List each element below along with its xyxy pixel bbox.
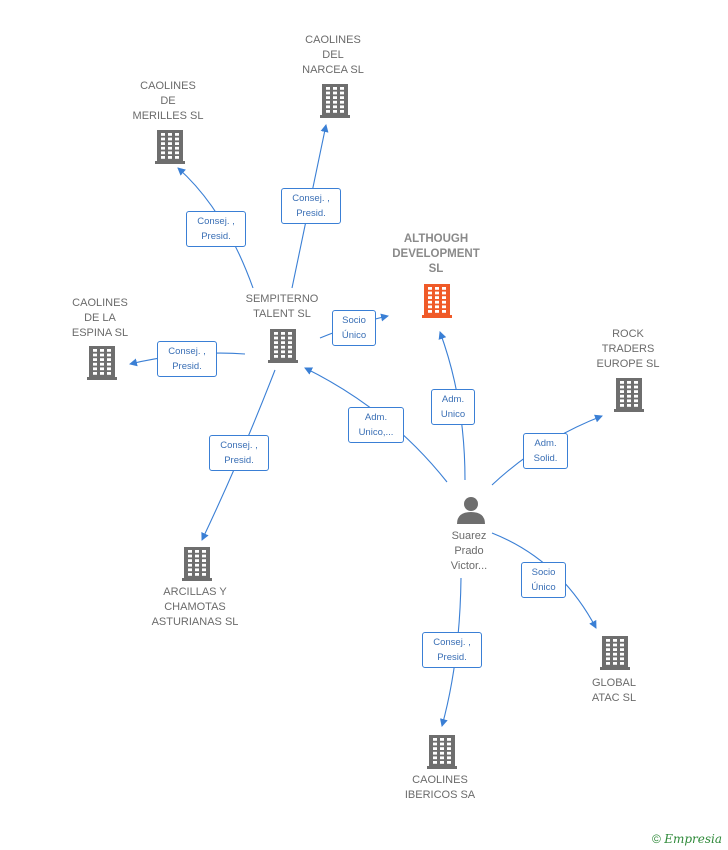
node-although-development[interactable]: ALTHOUGH DEVELOPMENT SL	[392, 233, 480, 275]
node-rock-traders[interactable]: ROCK TRADERS EUROPE SL	[596, 328, 660, 370]
building-icon-rock[interactable]	[614, 378, 644, 412]
brand-logo[interactable]: Empresia	[664, 832, 722, 846]
node-caolines-merilles[interactable]: CAOLINES DE MERILLES SL	[132, 80, 204, 122]
person-icon[interactable]	[457, 497, 485, 524]
building-icon-narcea[interactable]	[320, 84, 350, 118]
node-caolines-narcea[interactable]: CAOLINES DEL NARCEA SL	[302, 34, 364, 76]
node-global-atac[interactable]: GLOBAL ATAC SL	[591, 677, 637, 704]
building-icon-espina[interactable]	[87, 346, 117, 380]
edge-label-suarez-global: Socio Único	[521, 562, 566, 598]
node-suarez-prado[interactable]: Suarez Prado Victor...	[450, 530, 488, 572]
edge-label-sempiterno-arcillas: Consej. , Presid.	[209, 435, 269, 471]
building-icon-merilles[interactable]	[155, 130, 185, 164]
building-icon-sempiterno[interactable]	[268, 329, 298, 363]
node-caolines-espina[interactable]: CAOLINES DE LA ESPINA SL	[71, 297, 129, 339]
building-icon-ibericos[interactable]	[427, 735, 457, 769]
edge-label-suarez-although: Adm. Unico	[431, 389, 475, 425]
building-icon-arcillas[interactable]	[182, 547, 212, 581]
edge-label-suarez-rock: Adm. Solid.	[523, 433, 568, 469]
footer: © Empresia	[652, 832, 722, 846]
edge-label-suarez-sempiterno: Adm. Unico,...	[348, 407, 404, 443]
copyright-symbol: ©	[652, 832, 661, 846]
node-arcillas[interactable]: ARCILLAS Y CHAMOTAS ASTURIANAS SL	[151, 586, 239, 628]
building-icon-global[interactable]	[600, 636, 630, 670]
edge-label-sempiterno-although: Socio Único	[332, 310, 376, 346]
node-caolines-ibericos[interactable]: CAOLINES IBERICOS SA	[404, 774, 476, 801]
building-icon-although[interactable]	[422, 284, 452, 318]
edge-label-suarez-ibericos: Consej. , Presid.	[422, 632, 482, 668]
node-sempiterno-talent[interactable]: SEMPITERNO TALENT SL	[245, 293, 319, 320]
edge-label-sempiterno-espina: Consej. , Presid.	[157, 341, 217, 377]
edge-label-sempiterno-narcea: Consej. , Presid.	[281, 188, 341, 224]
edge-label-sempiterno-merilles: Consej. , Presid.	[186, 211, 246, 247]
